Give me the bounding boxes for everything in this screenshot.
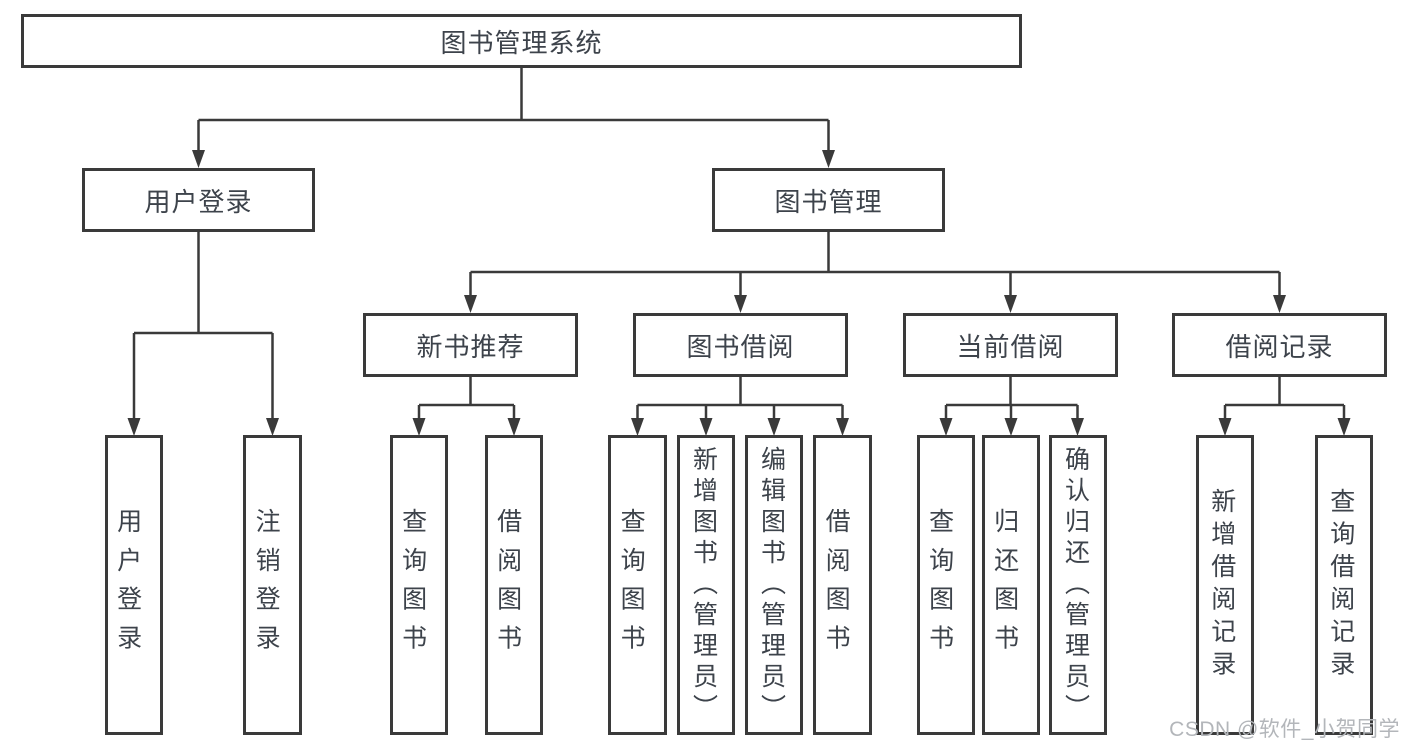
arrowhead <box>699 418 713 436</box>
arrowhead <box>266 418 279 436</box>
node-new-book-recommend: 新书推荐 <box>363 313 578 377</box>
node-label: 查询图书 <box>617 507 646 663</box>
arrowhead <box>1218 418 1232 436</box>
node-label: 用户登录 <box>144 186 253 217</box>
leaf-borrow-books-recommend: 借阅图书 <box>485 435 543 735</box>
node-borrow-records: 借阅记录 <box>1172 313 1387 377</box>
arrowhead <box>1004 295 1017 313</box>
connector-borrow-records-children <box>1223 377 1346 420</box>
node-label: 图书管理系统 <box>440 27 603 58</box>
node-book-management: 图书管理 <box>712 168 945 232</box>
arrowhead <box>1004 418 1018 436</box>
node-label: 确认归还（管理员） <box>1061 445 1090 725</box>
connector-user-login-children <box>132 232 274 420</box>
node-label: 用户登录 <box>113 507 142 663</box>
watermark: CSDN @软件_小贺同学 <box>1169 718 1400 741</box>
node-label: 新书推荐 <box>416 331 525 362</box>
leaf-query-books-borrow: 查询图书 <box>608 435 667 735</box>
node-label: 编辑图书（管理员） <box>757 445 786 725</box>
node-label: 借阅图书 <box>822 507 851 663</box>
connector-book-borrow-children <box>636 377 844 420</box>
connector-new-book-children <box>417 377 516 420</box>
arrowhead <box>822 150 835 168</box>
node-label: 新增借阅记录 <box>1207 487 1236 683</box>
node-book-borrow: 图书借阅 <box>633 313 848 377</box>
connector-root-to-level2 <box>197 68 830 152</box>
connector-current-borrow-children <box>944 377 1079 420</box>
leaf-borrow-books: 借阅图书 <box>813 435 872 735</box>
node-user-login: 用户登录 <box>82 168 315 232</box>
arrowhead <box>464 295 477 313</box>
arrowhead <box>1337 418 1351 436</box>
arrowhead <box>631 418 644 436</box>
leaf-return-books: 归还图书 <box>982 435 1040 735</box>
node-label: 查询借阅记录 <box>1326 487 1355 683</box>
node-label: 查询图书 <box>398 507 427 663</box>
leaf-add-borrow-record: 新增借阅记录 <box>1196 435 1254 735</box>
leaf-confirm-return-admin: 确认归还（管理员） <box>1049 435 1107 735</box>
node-current-borrow: 当前借阅 <box>903 313 1118 377</box>
arrowhead <box>1071 418 1084 436</box>
node-label: 归还图书 <box>990 507 1019 663</box>
arrowhead <box>192 150 205 168</box>
node-label: 查询图书 <box>925 507 954 663</box>
node-label: 图书借阅 <box>686 331 795 362</box>
leaf-user-login: 用户登录 <box>105 435 163 735</box>
arrowhead <box>734 295 747 313</box>
arrowhead <box>836 418 849 436</box>
node-label: 当前借阅 <box>956 331 1065 362</box>
arrowhead <box>412 418 426 436</box>
arrowhead <box>767 418 781 436</box>
node-label: 借阅记录 <box>1225 331 1334 362</box>
arrowhead <box>939 418 953 436</box>
node-root-library-system: 图书管理系统 <box>21 14 1022 68</box>
leaf-edit-books-admin: 编辑图书（管理员） <box>745 435 803 735</box>
arrowhead <box>507 418 521 436</box>
node-label: 注销登录 <box>252 507 281 663</box>
node-label: 新增图书（管理员） <box>689 445 718 725</box>
leaf-query-borrow-record: 查询借阅记录 <box>1315 435 1373 735</box>
leaf-logout-login: 注销登录 <box>243 435 302 735</box>
connector-book-management-children <box>469 232 1281 297</box>
node-label: 借阅图书 <box>493 507 522 663</box>
leaf-query-books-recommend: 查询图书 <box>390 435 448 735</box>
leaf-query-books-current: 查询图书 <box>917 435 975 735</box>
arrowhead <box>127 418 141 436</box>
node-label: 图书管理 <box>774 186 883 217</box>
leaf-add-books-admin: 新增图书（管理员） <box>677 435 735 735</box>
arrowhead <box>1273 295 1286 313</box>
